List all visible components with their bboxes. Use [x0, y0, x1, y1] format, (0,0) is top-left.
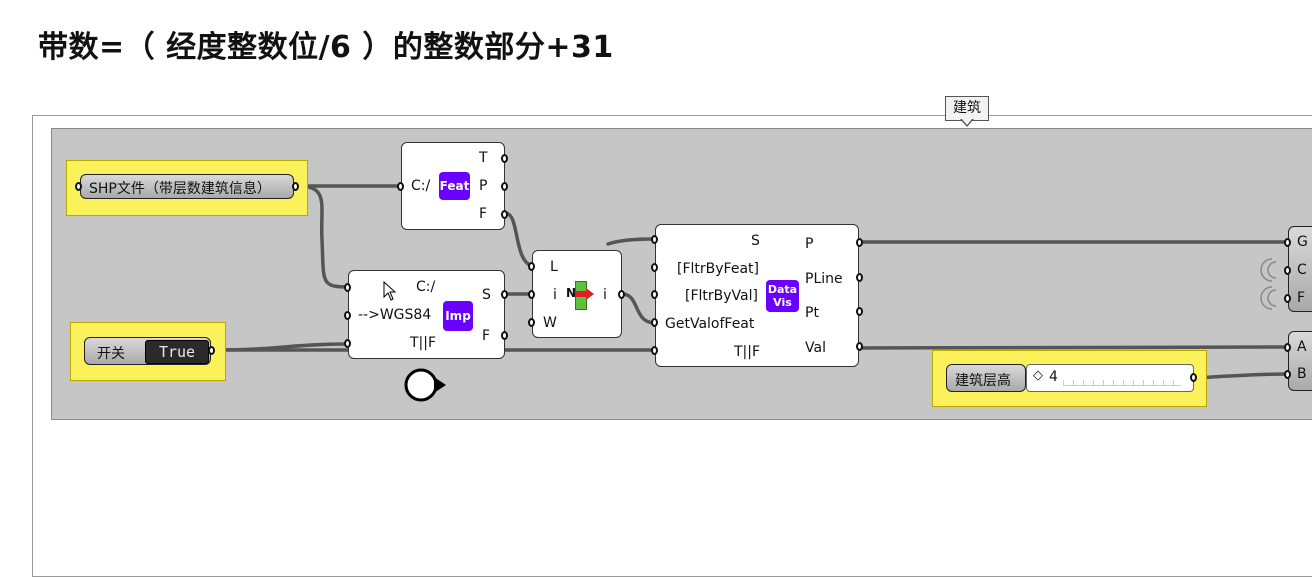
right-node-top-input-f: F [1297, 290, 1306, 306]
feat-f-port[interactable] [501, 210, 508, 219]
toggle-switch[interactable]: True [145, 340, 209, 364]
list-input-l: L [550, 259, 558, 275]
right-node-bottom-a-port[interactable] [1284, 343, 1291, 352]
number-slider[interactable]: ◇ 4 [1026, 364, 1194, 392]
datavis-input-s: S [751, 233, 760, 249]
imp-output-s: S [482, 287, 491, 303]
slider-label-box[interactable]: 建筑层高 [946, 364, 1026, 392]
list-w-port[interactable] [528, 318, 535, 327]
right-node-top-c-port[interactable] [1284, 266, 1291, 275]
feat-badge: Feat [439, 172, 470, 200]
datavis-node[interactable]: S [FltrByFeat] [FltrByVal] GetValofFeat … [655, 224, 859, 367]
datavis-pt-port[interactable] [856, 307, 863, 316]
imp-input-path: C:/ [416, 279, 436, 295]
right-node-bottom[interactable]: A B [1288, 331, 1312, 391]
shp-output-port[interactable] [292, 182, 299, 191]
list-input-w: W [543, 315, 557, 331]
mouse-pointer-icon [383, 281, 397, 301]
group-label-pointer-fill [961, 118, 973, 125]
right-node-top-input-g: G [1297, 234, 1308, 250]
right-node-bottom-input-a: A [1297, 339, 1307, 355]
datavis-fltrbyval-port[interactable] [651, 290, 658, 299]
shp-input-port[interactable] [75, 182, 82, 191]
imp-badge: Imp [443, 301, 473, 331]
slider-ticks [1063, 380, 1181, 386]
list-l-port[interactable] [528, 262, 535, 271]
toggle-param[interactable]: 开关 True [84, 337, 211, 365]
datavis-output-val: Val [805, 340, 826, 356]
datavis-input-fltrbyval: [FltrByVal] [685, 288, 758, 304]
list-item-icon: N [566, 281, 595, 310]
datavis-input-toggle: T||F [734, 344, 761, 360]
imp-input-port-2[interactable] [344, 311, 351, 320]
datavis-badge: Data Vis [766, 280, 799, 312]
feat-output-t: T [479, 150, 488, 166]
imp-input-port-1[interactable] [344, 283, 351, 292]
datavis-input-getvaloffeat: GetValofFeat [665, 316, 755, 332]
datavis-output-pline: PLine [805, 271, 843, 287]
wire-feat-f-to-list [503, 211, 534, 268]
feat-input-label: C:/ [411, 178, 431, 194]
datavis-getvaloffeat-port[interactable] [651, 318, 658, 327]
list-output-port[interactable] [618, 290, 625, 299]
imp-output-f: F [482, 328, 491, 344]
wire-list-to-datavis-s [606, 237, 657, 246]
wire-shp-to-imp [296, 184, 350, 289]
datavis-val-port[interactable] [856, 342, 863, 351]
datavis-output-p: P [805, 236, 814, 252]
shp-file-label: SHP文件（带层数建筑信息） [89, 181, 271, 197]
preview-bubble-icon [404, 368, 446, 402]
feat-node[interactable]: C:/ Feat T P F [401, 142, 505, 230]
slider-value: 4 [1049, 369, 1058, 385]
page-title: 带数=（ 经度整数位/6 ）的整数部分+31 [38, 30, 614, 65]
group-label[interactable]: 建筑 [945, 96, 989, 121]
right-node-top-f-port[interactable] [1284, 294, 1291, 303]
right-node-top-input-c: C [1297, 262, 1307, 278]
list-output-i: i [603, 287, 607, 303]
datavis-pline-port[interactable] [856, 273, 863, 282]
feat-output-p: P [479, 178, 488, 194]
slider-grip-icon[interactable]: ◇ [1033, 368, 1043, 383]
feat-input-port[interactable] [397, 182, 404, 191]
wire-slider-to-right [1194, 372, 1290, 380]
imp-input-toggle: T||F [410, 335, 437, 351]
feat-output-f: F [479, 206, 488, 222]
feat-t-port[interactable] [501, 154, 508, 163]
imp-s-port[interactable] [501, 290, 508, 299]
slider-output-port[interactable] [1190, 373, 1197, 382]
imp-input-crs: -->WGS84 [358, 307, 432, 323]
list-i-port[interactable] [528, 290, 535, 299]
datavis-fltrbyfeat-port[interactable] [651, 263, 658, 272]
imp-input-port-3[interactable] [344, 339, 351, 348]
list-input-i: i [553, 287, 557, 303]
feat-p-port[interactable] [501, 182, 508, 191]
imp-node[interactable]: C:/ -->WGS84 T||F Imp S F [348, 270, 505, 359]
shp-file-param[interactable]: SHP文件（带层数建筑信息） [80, 174, 294, 199]
datavis-toggle-port[interactable] [651, 346, 658, 355]
imp-f-port[interactable] [501, 331, 508, 340]
right-node-top-g-port[interactable] [1284, 238, 1291, 247]
datavis-p-port[interactable] [856, 238, 863, 247]
datavis-input-fltrbyfeat: [FltrByFeat] [677, 261, 759, 277]
slider-label: 建筑层高 [955, 373, 1011, 389]
toggle-label: 开关 [97, 346, 125, 362]
list-item-node[interactable]: L i W N i [532, 250, 622, 338]
wire-datavis-val-to-right [860, 345, 1290, 350]
datavis-output-pt: Pt [805, 305, 819, 321]
wire-list-to-datavis-get [620, 292, 657, 325]
right-node-top[interactable]: G C F [1288, 226, 1312, 312]
right-node-bottom-input-b: B [1297, 366, 1307, 382]
right-node-bottom-b-port[interactable] [1284, 370, 1291, 379]
datavis-s-port[interactable] [651, 235, 658, 244]
toggle-output-port[interactable] [208, 346, 215, 355]
